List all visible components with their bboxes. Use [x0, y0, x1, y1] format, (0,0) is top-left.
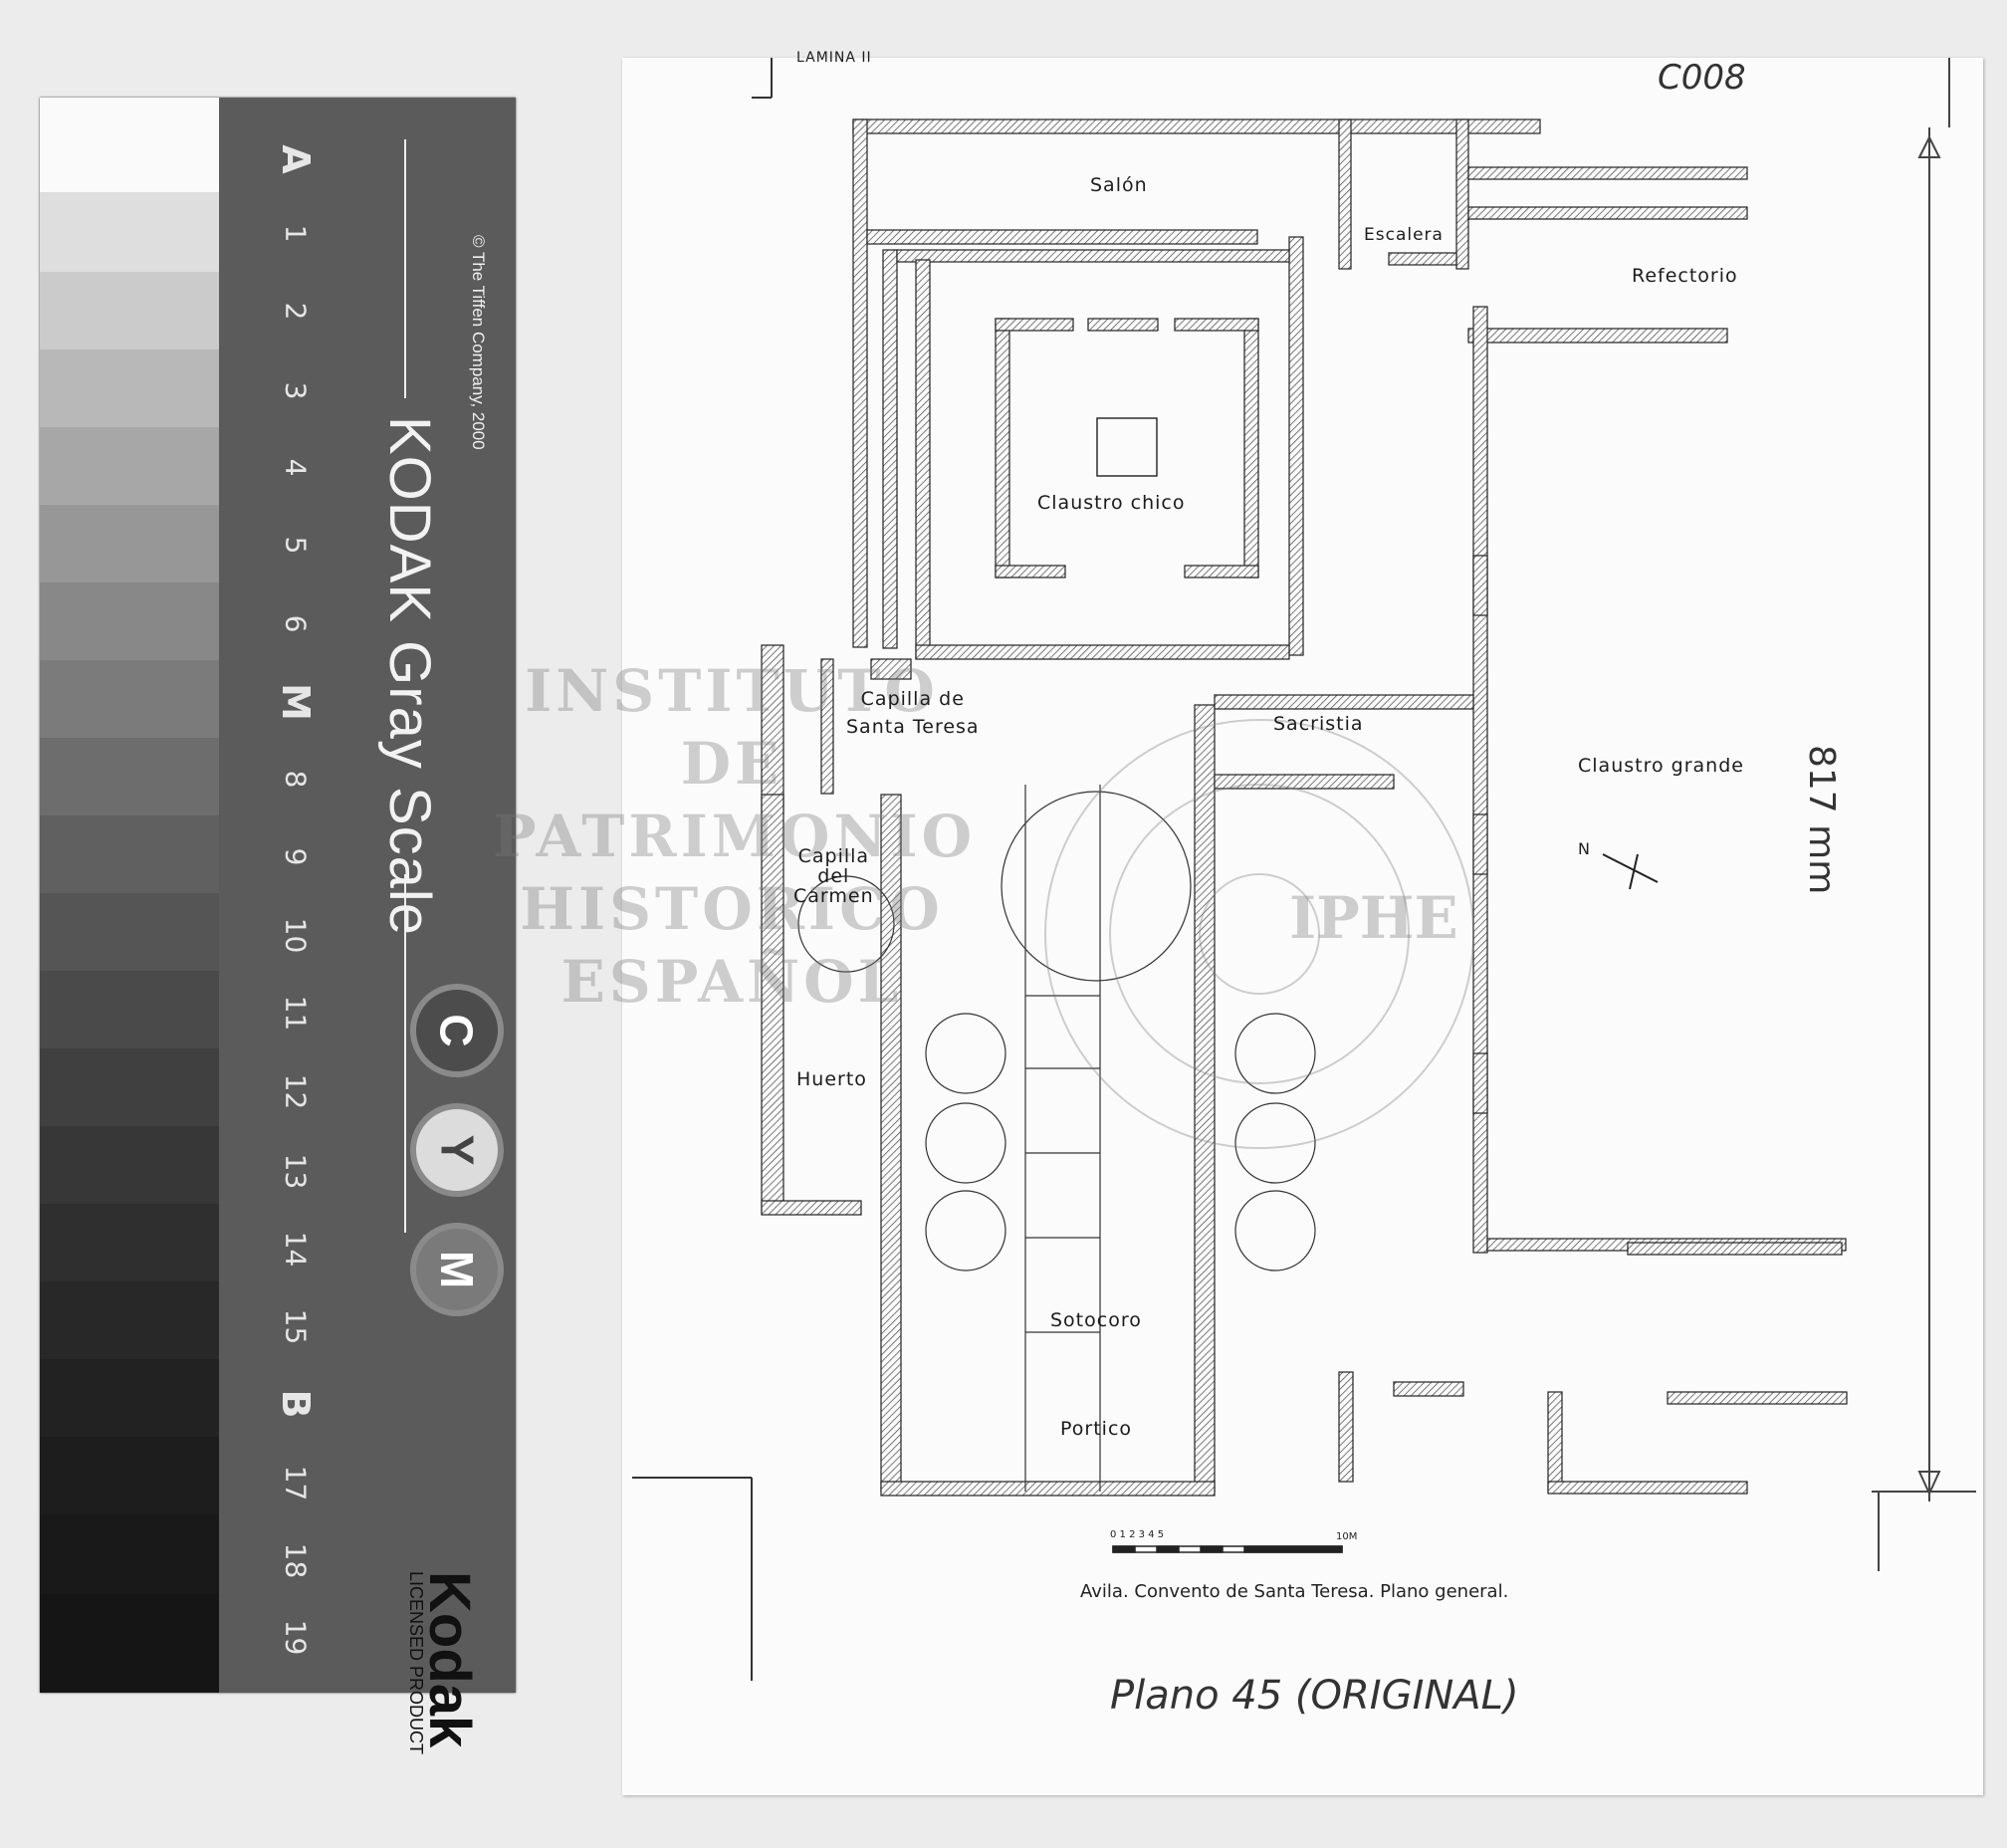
label-line: Santa Teresa — [846, 716, 980, 738]
step-index: 9 — [279, 847, 313, 866]
label-north: N — [1578, 839, 1591, 858]
card-rule — [404, 139, 406, 398]
watermark-line: ESPAÑOL — [560, 948, 903, 1016]
gray-step — [40, 660, 219, 738]
label-escalera: Escalera — [1364, 225, 1444, 245]
magenta-patch: M — [410, 1223, 504, 1316]
label-huerto: Huerto — [796, 1068, 867, 1090]
label-claustro-chico: Claustro chico — [1037, 492, 1186, 514]
step-index: 4 — [279, 458, 313, 477]
plan-sheet: INSTITUTO DE PATRIMONIO HISTORICO ESPAÑO… — [493, 50, 1983, 1795]
step-index: 1 — [279, 224, 313, 243]
label-sotocoro: Sotocoro — [1050, 1309, 1142, 1331]
gray-step — [40, 815, 219, 893]
step-index: 5 — [279, 536, 313, 555]
watermark-line: INSTITUTO — [525, 657, 939, 725]
gray-step — [40, 272, 219, 349]
step-index: 13 — [279, 1153, 313, 1190]
patch-letter: Y — [431, 1134, 483, 1166]
plan-caption: Avila. Convento de Santa Teresa. Plano g… — [1080, 1581, 1509, 1602]
step-index: M — [274, 683, 318, 721]
gray-step — [40, 505, 219, 582]
label-header-fragment: LAMINA II — [796, 50, 872, 66]
step-index: 2 — [279, 302, 313, 321]
gray-step — [40, 427, 219, 505]
step-index: 3 — [279, 381, 313, 400]
gray-step — [40, 1048, 219, 1126]
label-sacristia: Sacristia — [1273, 713, 1364, 735]
scale-end-label: 10M — [1336, 1531, 1358, 1542]
label-salon: Salón — [1090, 174, 1148, 196]
gray-step — [40, 349, 219, 427]
gray-step — [40, 1204, 219, 1281]
watermark-line: HISTORICO — [520, 875, 944, 943]
label-line: del — [817, 865, 850, 887]
step-index: 14 — [279, 1231, 313, 1268]
gray-step — [40, 971, 219, 1048]
step-index: 18 — [279, 1542, 313, 1579]
label-capilla-santa-teresa: Capilla de Santa Teresa — [846, 685, 980, 741]
step-index: A — [274, 144, 318, 174]
label-portico: Portico — [1060, 1418, 1133, 1440]
step-index: B — [274, 1389, 318, 1419]
licensed-product-text: LICENSED PRODUCT — [406, 1571, 426, 1755]
handwritten-plano-note: Plano 45 (ORIGINAL) — [1110, 1673, 1519, 1719]
step-index: 17 — [279, 1465, 313, 1502]
patch-letter: C — [430, 1014, 483, 1047]
gray-step — [40, 738, 219, 815]
watermark-line: DE — [680, 730, 783, 798]
gray-step — [40, 1126, 219, 1204]
step-index: 15 — [279, 1308, 313, 1345]
card-rule — [404, 874, 406, 1233]
label-claustro-grande: Claustro grande — [1578, 755, 1744, 777]
scale-numbers: 0 1 2 3 4 5 — [1110, 1529, 1165, 1540]
yellow-patch: Y — [410, 1103, 504, 1197]
gray-step — [40, 1437, 219, 1514]
label-line: Capilla — [797, 845, 870, 867]
cyan-patch: C — [410, 984, 504, 1077]
label-line: Carmen — [793, 885, 874, 907]
card-copyright: © The Tiffen Company, 2000 — [469, 235, 488, 450]
step-index: 12 — [279, 1073, 313, 1110]
gray-step — [40, 1281, 219, 1359]
step-index: 11 — [279, 995, 313, 1032]
label-line: Capilla de — [860, 688, 965, 710]
step-index: 6 — [279, 614, 313, 633]
gray-step — [40, 98, 219, 192]
gray-step — [40, 893, 219, 971]
step-index: 8 — [279, 770, 313, 789]
step-index: 19 — [279, 1619, 313, 1656]
watermark-line: PATRIMONIO — [493, 803, 977, 870]
card-title: KODAK Gray Scale — [377, 416, 442, 937]
watermark-text: INSTITUTO DE PATRIMONIO HISTORICO ESPAÑO… — [493, 655, 977, 1019]
kodak-logo: Kodak — [417, 1571, 482, 1748]
gray-step — [40, 1594, 219, 1693]
floor-plan — [632, 58, 1976, 1681]
step-index: 10 — [279, 917, 313, 954]
gray-step — [40, 1514, 219, 1594]
label-refectorio: Refectorio — [1632, 265, 1738, 287]
gray-step — [40, 1359, 219, 1437]
handwritten-code: C008 — [1658, 58, 1746, 98]
step-index-column: A 1 2 3 4 5 6 M 8 9 10 11 12 13 14 15 B … — [261, 98, 331, 1693]
watermark-mark: IPHE — [1289, 884, 1458, 952]
label-capilla-del-carmen: Capilla del Carmen — [793, 846, 874, 906]
gray-step — [40, 192, 219, 272]
kodak-gray-scale-card: A 1 2 3 4 5 6 M 8 9 10 11 12 13 14 15 B … — [40, 98, 516, 1754]
handwritten-dimension: 817 mm — [1801, 745, 1842, 895]
patch-letter: M — [430, 1250, 483, 1289]
gray-step — [40, 582, 219, 660]
gray-steps — [40, 98, 219, 1693]
